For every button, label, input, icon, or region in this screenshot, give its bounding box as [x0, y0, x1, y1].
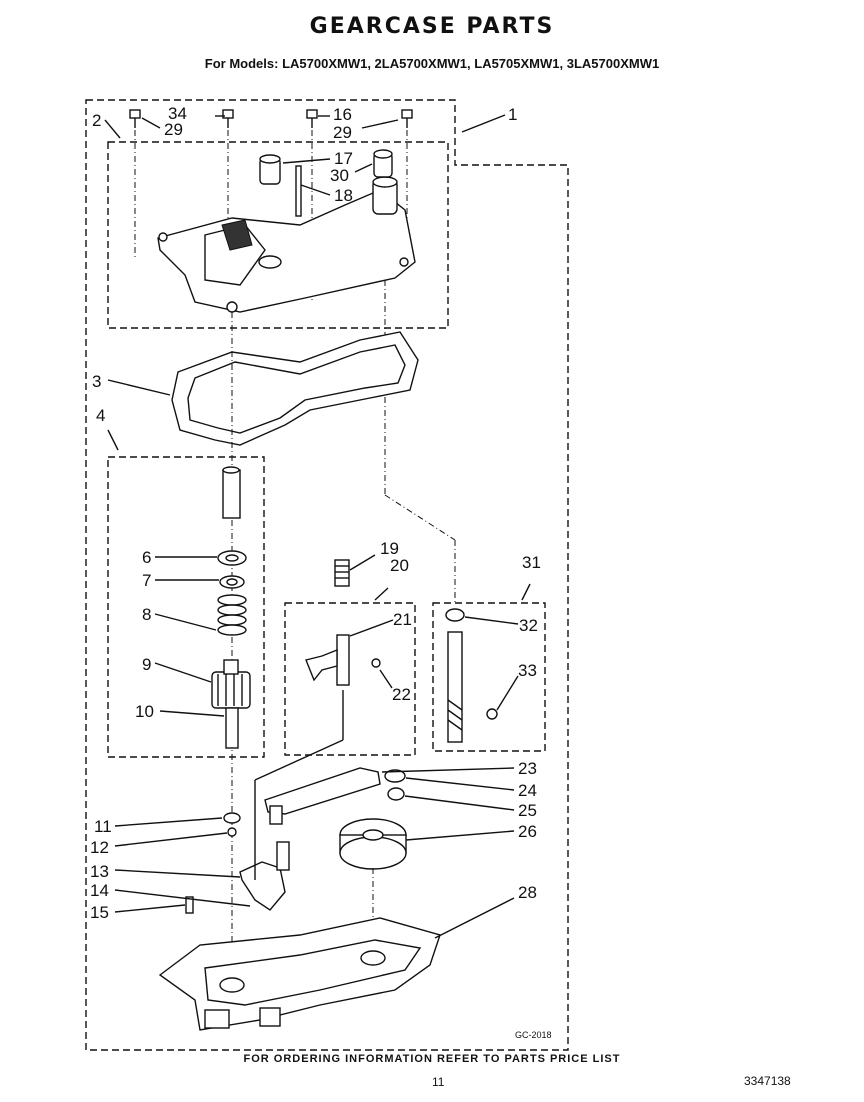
- callout-8: 8: [142, 605, 151, 624]
- model-list: For Models: LA5700XMW1, 2LA5700XMW1, LA5…: [204, 56, 660, 71]
- callout-17: 17: [334, 149, 353, 168]
- callout-4: 4: [96, 406, 105, 425]
- gear-9: [211, 659, 251, 709]
- callout-32: 32: [519, 616, 538, 635]
- bushing-30: [373, 149, 393, 178]
- washer-32: [445, 608, 465, 622]
- bushing-17: [259, 154, 281, 185]
- crank-23: [264, 767, 381, 825]
- washer-7: [219, 575, 245, 589]
- spline-shaft: [222, 466, 241, 519]
- callout-28: 28: [518, 883, 537, 902]
- callout-31: 31: [522, 553, 541, 572]
- clip-33: [486, 708, 498, 720]
- shaft-10: [225, 707, 239, 749]
- callout-22: 22: [392, 685, 411, 704]
- callout-20: 20: [390, 556, 409, 575]
- callout-6: 6: [142, 548, 151, 567]
- callout-1: 1: [508, 105, 517, 124]
- pinion-shaft: [447, 631, 463, 743]
- washer-25: [387, 787, 405, 801]
- assembly-boundary: [85, 99, 569, 1051]
- callout-10: 10: [135, 702, 154, 721]
- callout-3: 3: [92, 372, 101, 391]
- shift-lever-13: [239, 841, 290, 911]
- shifter-group-box: [284, 602, 416, 756]
- callout-29-right: 29: [333, 123, 352, 142]
- screw-34: [222, 109, 234, 128]
- ball-12: [227, 827, 237, 837]
- callout-33: 33: [518, 661, 537, 680]
- callout-18: 18: [334, 186, 353, 205]
- callout-26: 26: [518, 822, 537, 841]
- callout-9: 9: [142, 655, 151, 674]
- pin-18: [295, 165, 302, 217]
- spring-19: [334, 559, 350, 587]
- callout-16: 16: [333, 105, 352, 124]
- callout-2: 2: [92, 111, 101, 130]
- gearcase-cover: [157, 176, 416, 313]
- callout-14: 14: [90, 881, 109, 900]
- callout-7: 7: [142, 571, 151, 590]
- page-number: 11: [432, 1075, 445, 1089]
- callout-34: 34: [168, 104, 187, 123]
- pin-15: [185, 896, 194, 914]
- callout-11: 11: [94, 817, 112, 836]
- washer-11: [223, 812, 241, 824]
- screw-16: [306, 109, 318, 128]
- washer-6: [217, 550, 247, 566]
- document-number: 3347138: [744, 1074, 791, 1088]
- cover-group-box: [107, 141, 449, 329]
- gear-26: [339, 818, 407, 870]
- screw-29-left: [129, 109, 141, 128]
- callout-29-left: 29: [164, 120, 183, 139]
- ring-24: [384, 769, 406, 783]
- screw-29-right: [401, 109, 413, 128]
- callout-24: 24: [518, 781, 537, 800]
- callout-30: 30: [330, 166, 349, 185]
- callout-12: 12: [90, 838, 109, 857]
- figure-code: GC-2018: [515, 1030, 552, 1040]
- callout-21: 21: [393, 610, 412, 629]
- gasket: [171, 331, 419, 446]
- callout-13: 13: [90, 862, 109, 881]
- shaft-group-box: [107, 456, 265, 758]
- page-title: GEARCASE PARTS: [309, 14, 555, 39]
- callout-25: 25: [518, 801, 537, 820]
- gearcase-housing: [158, 917, 441, 1031]
- callout-15: 15: [90, 903, 109, 922]
- ordering-note: FOR ORDERING INFORMATION REFER TO PARTS …: [243, 1053, 621, 1065]
- callout-23: 23: [518, 759, 537, 778]
- spring-8: [217, 594, 247, 636]
- ring-22: [371, 658, 381, 668]
- callout-19: 19: [380, 539, 399, 558]
- shifter-fork: [305, 634, 350, 686]
- pinion-group-box: [432, 602, 546, 752]
